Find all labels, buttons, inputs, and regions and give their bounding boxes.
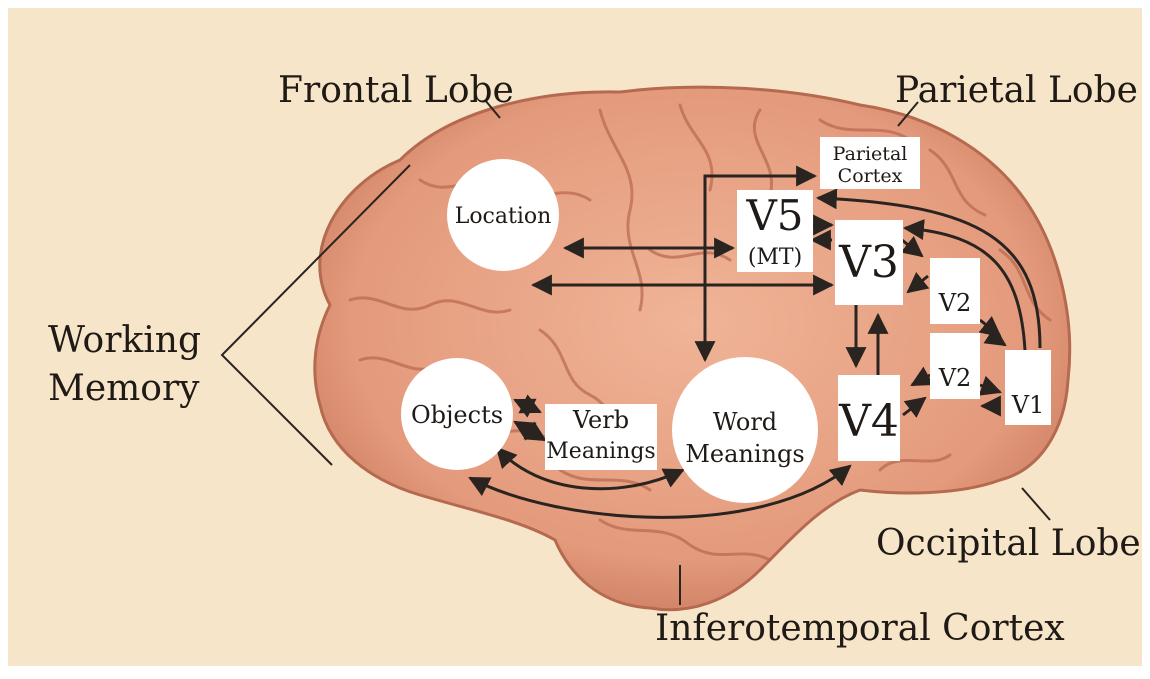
inferotemporal-cortex-label: Inferotemporal Cortex <box>655 608 1065 649</box>
objects-label: Objects <box>411 401 503 429</box>
frontal-lobe-label: Frontal Lobe <box>278 70 514 111</box>
v2-bottom-label: V2 <box>938 364 972 392</box>
parietal-lobe-label: Parietal Lobe <box>895 70 1138 111</box>
working-memory-label-line2: Memory <box>48 368 200 409</box>
word-meanings-label-line2: Meanings <box>685 440 804 468</box>
parietal-cortex-label-line2: Cortex <box>838 165 903 187</box>
verb-meanings-label-line2: Meanings <box>546 439 655 464</box>
v3-label: V3 <box>838 237 899 288</box>
v5-label: V5 <box>745 191 803 240</box>
location-label: Location <box>455 204 552 229</box>
v1-label: V1 <box>1011 391 1045 419</box>
verb-meanings-label-line1: Verb <box>572 406 629 434</box>
v2-top-label: V2 <box>938 289 972 317</box>
word-meanings-label-line1: Word <box>713 408 777 436</box>
parietal-cortex-label-line1: Parietal <box>833 143 908 165</box>
occipital-lobe-label: Occipital Lobe <box>876 523 1141 564</box>
v4-label: V4 <box>838 396 899 447</box>
v5-sublabel: (MT) <box>748 245 802 270</box>
working-memory-label-line1: Working <box>48 320 201 361</box>
